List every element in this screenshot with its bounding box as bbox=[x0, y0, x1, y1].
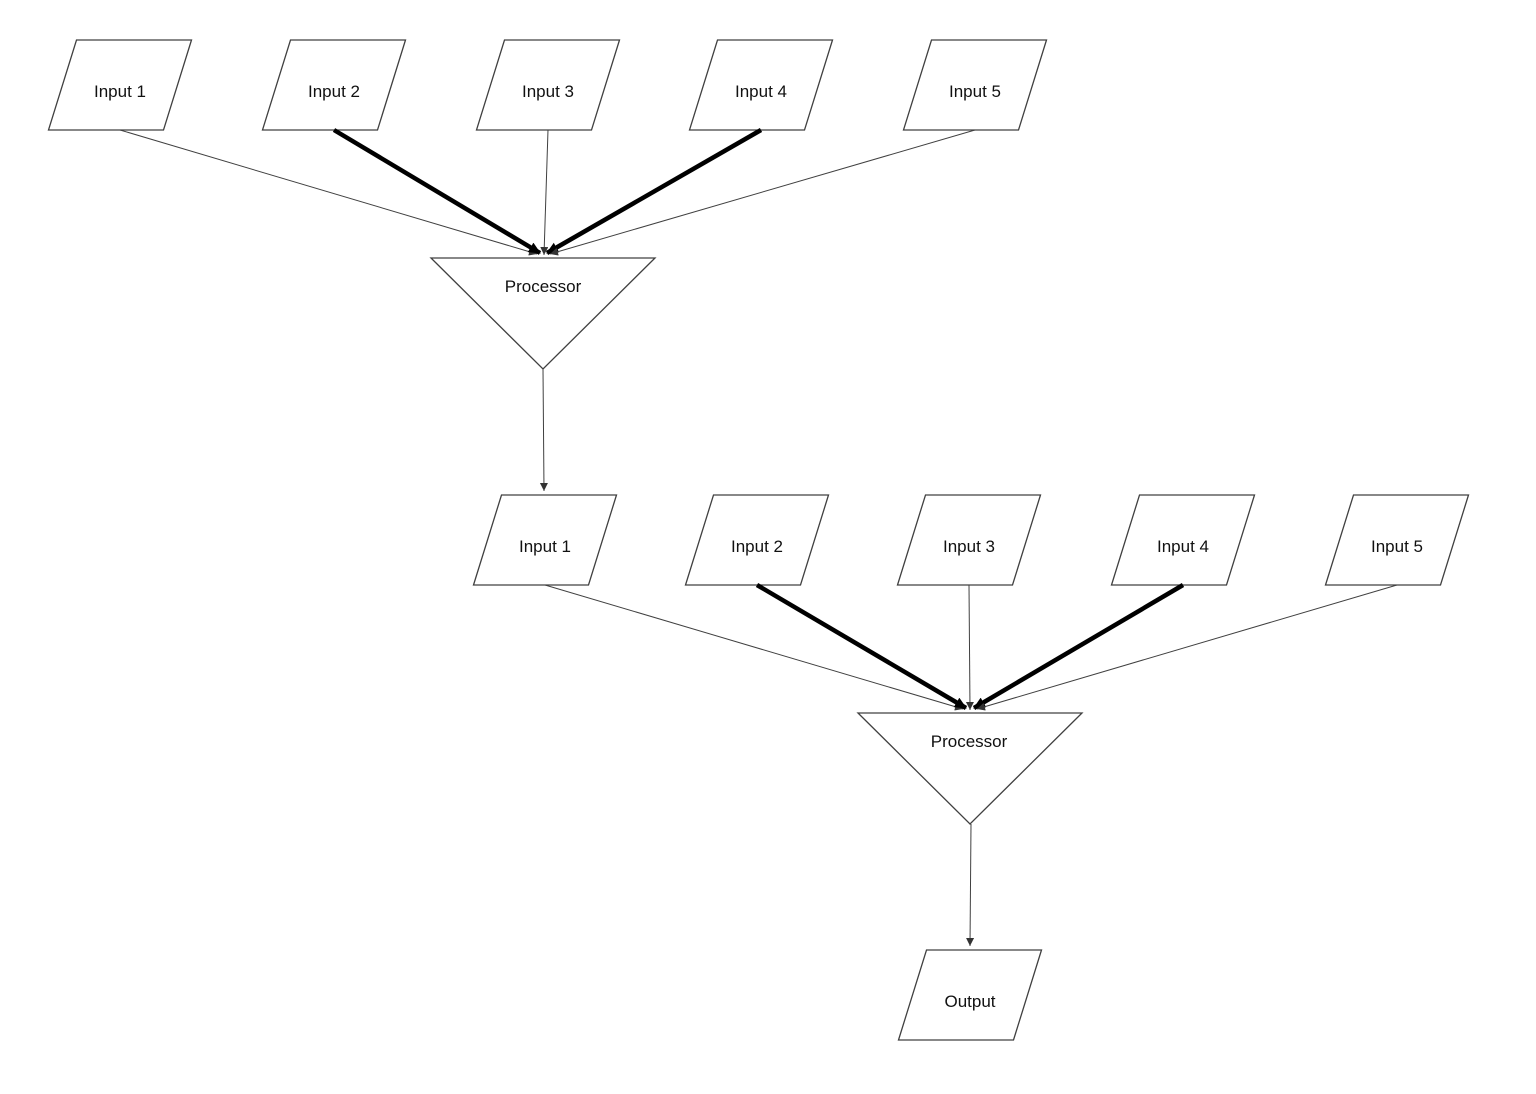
input-node-stage1-3: Input 3 bbox=[475, 39, 621, 131]
edge-stage2-input5-processor bbox=[976, 584, 1398, 711]
processor-label: Processor bbox=[505, 277, 582, 296]
edge-stage2-input3-processor bbox=[965, 584, 974, 711]
parallelogram-shape bbox=[902, 39, 1048, 131]
input-node-stage2-3: Input 3 bbox=[896, 494, 1042, 586]
input-node-stage2-2: Input 2 bbox=[684, 494, 830, 586]
edge-stage1-input4-processor-emphasized bbox=[545, 128, 763, 255]
edge-processor1-to-stage2-input1 bbox=[539, 368, 548, 492]
input-node-stage2-1: Input 1 bbox=[472, 494, 618, 586]
parallelogram-shape bbox=[1324, 494, 1470, 586]
edge-stage1-input5-processor bbox=[549, 129, 976, 256]
parallelogram-shape bbox=[1110, 494, 1256, 586]
input-label: Input 1 bbox=[94, 82, 146, 101]
input-label: Input 5 bbox=[949, 82, 1001, 101]
input-node-stage2-5: Input 5 bbox=[1324, 494, 1470, 586]
edge-stage1-input2-processor-emphasized bbox=[332, 128, 542, 255]
input-node-stage1-5: Input 5 bbox=[902, 39, 1048, 131]
edge-stage2-input4-processor-emphasized bbox=[972, 583, 1185, 710]
input-node-stage2-4: Input 4 bbox=[1110, 494, 1256, 586]
input-label: Input 2 bbox=[731, 537, 783, 556]
parallelogram-shape bbox=[261, 39, 407, 131]
edge-stage2-input2-processor-emphasized bbox=[755, 583, 968, 710]
processor-label: Processor bbox=[931, 732, 1008, 751]
input-label: Input 4 bbox=[735, 82, 787, 101]
edge-stage1-input1-processor bbox=[119, 129, 538, 256]
edge-processor2-to-output bbox=[966, 823, 975, 947]
input-label: Input 4 bbox=[1157, 537, 1209, 556]
parallelogram-shape bbox=[897, 949, 1043, 1041]
parallelogram-shape bbox=[896, 494, 1042, 586]
input-label: Input 3 bbox=[943, 537, 995, 556]
input-label: Input 3 bbox=[522, 82, 574, 101]
input-label: Input 5 bbox=[1371, 537, 1423, 556]
parallelogram-shape bbox=[47, 39, 193, 131]
input-node-stage1-4: Input 4 bbox=[688, 39, 834, 131]
input-node-stage1-2: Input 2 bbox=[261, 39, 407, 131]
processor-node-stage2: Processor bbox=[856, 712, 1084, 825]
output-label: Output bbox=[944, 992, 995, 1011]
input-node-stage1-1: Input 1 bbox=[47, 39, 193, 131]
input-label: Input 2 bbox=[308, 82, 360, 101]
processor-node-stage1: Processor bbox=[429, 257, 657, 370]
parallelogram-shape bbox=[688, 39, 834, 131]
edge-stage1-input3-processor bbox=[540, 129, 549, 256]
parallelogram-shape bbox=[475, 39, 621, 131]
edge-stage2-input1-processor bbox=[544, 584, 964, 711]
processor-triangle-shape bbox=[429, 257, 657, 370]
output-node: Output bbox=[897, 949, 1043, 1041]
input-label: Input 1 bbox=[519, 537, 571, 556]
parallelogram-shape bbox=[684, 494, 830, 586]
processor-triangle-shape bbox=[856, 712, 1084, 825]
parallelogram-shape bbox=[472, 494, 618, 586]
